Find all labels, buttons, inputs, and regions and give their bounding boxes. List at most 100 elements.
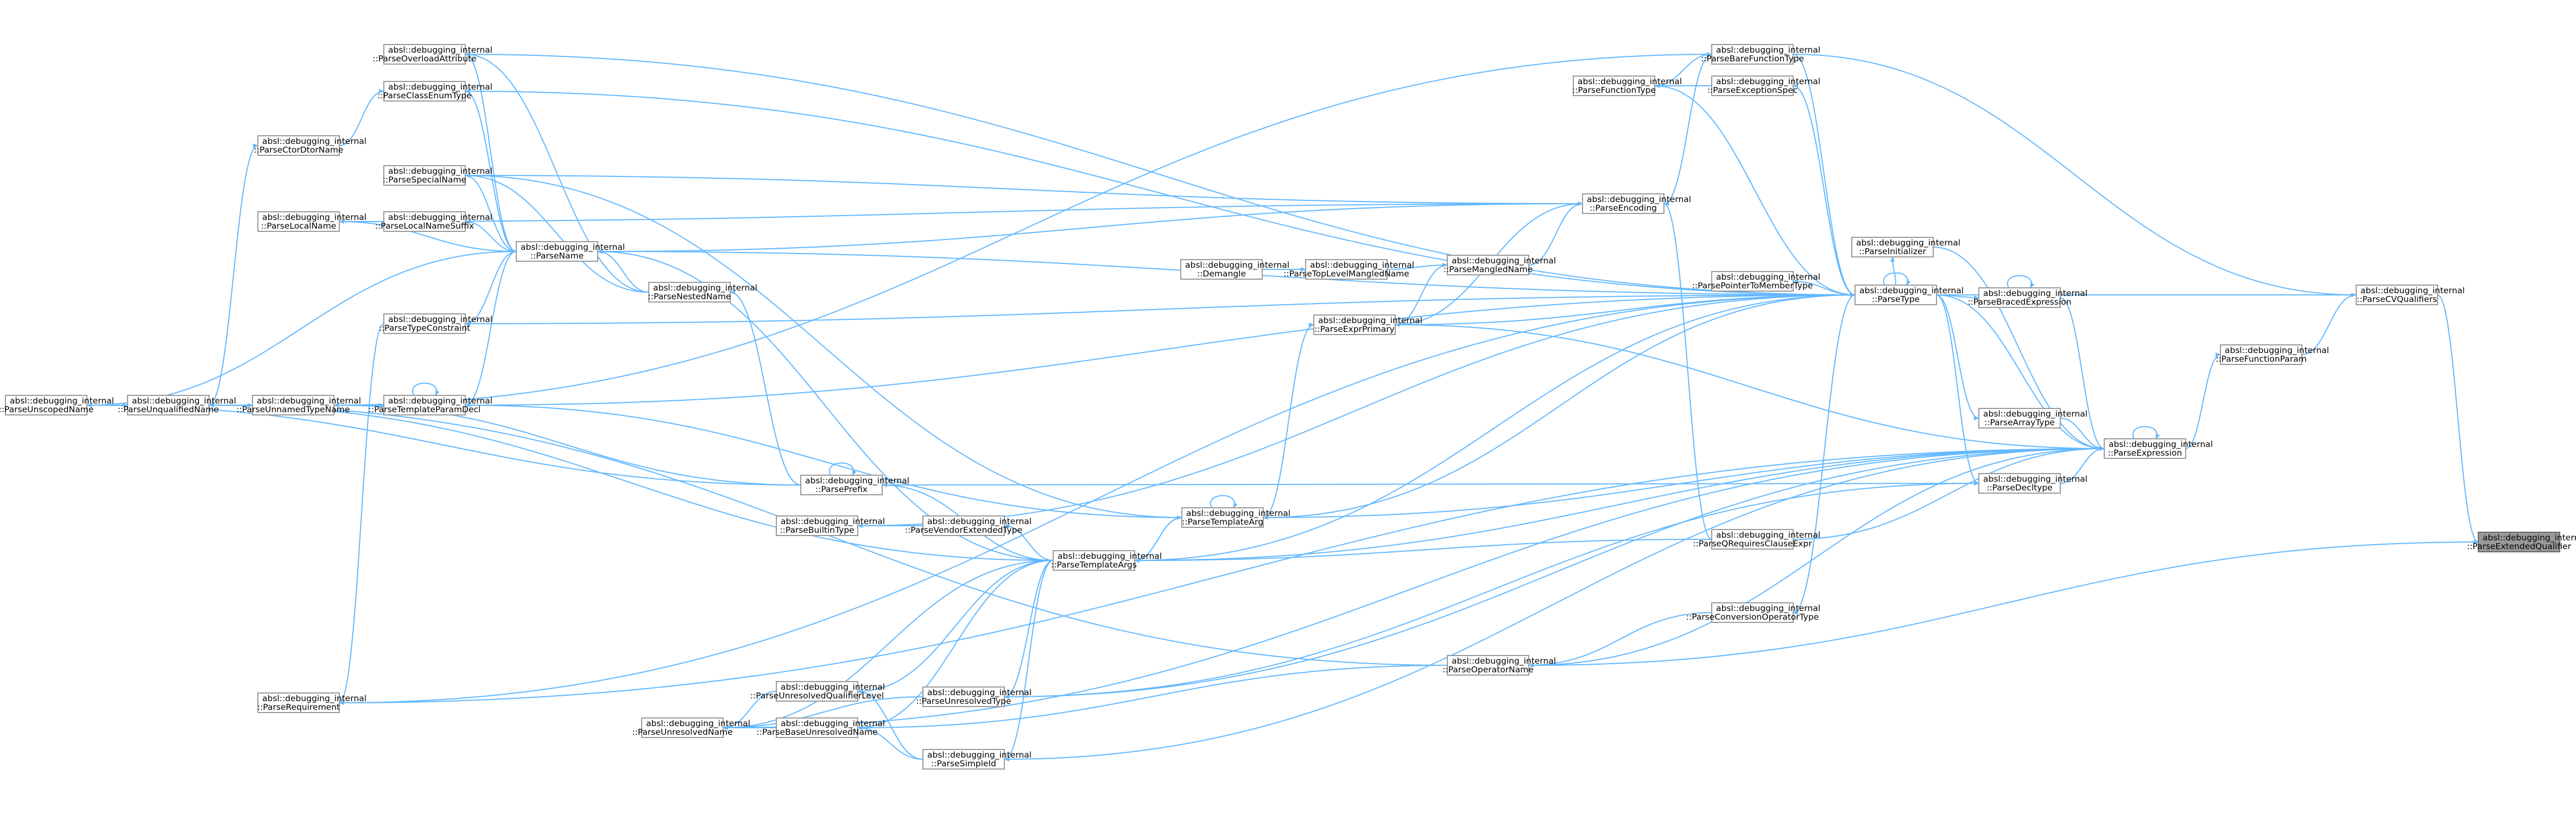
node-label-function: ::ParseExceptionSpec (1707, 85, 1798, 95)
node-label-function: ::ParseOperatorName (1442, 665, 1534, 675)
node-parse-template-args[interactable]: absl::debugging_internal::ParseTemplateA… (1051, 550, 1162, 571)
node-label-function: ::ParseUnresolvedQualifierLevel (750, 691, 884, 701)
node-parse-exception-spec[interactable]: absl::debugging_internal::ParseException… (1707, 75, 1820, 96)
node-label-namespace: absl::debugging_internal (2483, 533, 2576, 543)
call-edge (2132, 426, 2160, 439)
node-parse-template-arg[interactable]: absl::debugging_internal::ParseTemplateA… (1181, 507, 1290, 528)
node-parse-top-level-mangled-name[interactable]: absl::debugging_internal::ParseTopLevelM… (1283, 259, 1414, 280)
node-label-namespace: absl::debugging_internal (1983, 409, 2087, 419)
call-edge (465, 173, 649, 293)
node-box (1573, 75, 1655, 96)
node-parse-unresolved-qualifier-level[interactable]: absl::debugging_internal::ParseUnresolve… (750, 681, 885, 702)
call-edge (465, 294, 1856, 326)
node-label-function: ::ParseSimpleId (931, 759, 996, 768)
node-parse-type[interactable]: absl::debugging_internal::ParseType (1855, 285, 1964, 305)
node-label-function: ::ParseLocalName (261, 221, 336, 231)
node-label-namespace: absl::debugging_internal (1452, 256, 1556, 266)
node-parse-requirement[interactable]: absl::debugging_internal::ParseRequireme… (257, 692, 366, 713)
node-label-namespace: absl::debugging_internal (653, 283, 757, 293)
node-label-namespace: absl::debugging_internal (388, 82, 492, 92)
call-edge (465, 251, 517, 326)
node-parse-overload-attribute[interactable]: absl::debugging_internal::ParseOverloadA… (372, 44, 492, 65)
node-parse-function-param[interactable]: absl::debugging_internal::ParseFunctionP… (2216, 344, 2329, 365)
node-parse-prefix[interactable]: absl::debugging_internal::ParsePrefix (800, 475, 909, 495)
node-parse-braced-expression[interactable]: absl::debugging_internal::ParseBracedExp… (1967, 287, 2087, 308)
call-edge (1933, 247, 2105, 451)
node-label-function: ::ParseName (530, 251, 584, 261)
node-label-namespace: absl::debugging_internal (1983, 474, 2087, 484)
node-label-namespace: absl::debugging_internal (1716, 272, 1820, 282)
call-edge (857, 665, 1448, 730)
node-parse-pointer-to-member-type[interactable]: absl::debugging_internal::ParsePointerTo… (1692, 271, 1820, 292)
node-parse-conversion-operator-type[interactable]: absl::debugging_internal::ParseConversio… (1686, 602, 1820, 623)
node-label-namespace: absl::debugging_internal (388, 212, 492, 223)
node-parse-unnamed-type-name[interactable]: absl::debugging_internal::ParseUnnamedTy… (237, 395, 362, 415)
node-parse-mangled-name[interactable]: absl::debugging_internal::ParseMangledNa… (1444, 255, 1556, 275)
call-edge (1654, 52, 1712, 86)
node-label-namespace: absl::debugging_internal (132, 396, 236, 406)
node-parse-expr-primary[interactable]: absl::debugging_internal::ParseExprPrima… (1313, 314, 1422, 335)
call-edge (1134, 446, 2105, 561)
call-edge (1395, 324, 2105, 451)
node-parse-local-name[interactable]: absl::debugging_internal::ParseLocalName (257, 211, 366, 232)
node-label-function: ::ParseFunctionParam (2216, 354, 2307, 364)
node-label-function: ::ParseLocalNameSuffix (375, 221, 474, 231)
node-parse-function-type[interactable]: absl::debugging_internal::ParseFunctionT… (1572, 75, 1682, 96)
node-parse-vendor-extended-type[interactable]: absl::debugging_internal::ParseVendorExt… (905, 515, 1031, 536)
node-box (641, 717, 724, 738)
node-demangle[interactable]: absl::debugging_internal::Demangle (1180, 259, 1289, 280)
node-box (922, 749, 1005, 770)
node-parse-unresolved-type[interactable]: absl::debugging_internal::ParseUnresolve… (916, 686, 1031, 707)
node-parse-encoding[interactable]: absl::debugging_internal::ParseEncoding (1582, 193, 1691, 214)
node-box (1711, 529, 1794, 550)
call-edge (1883, 272, 1911, 286)
node-parse-expression[interactable]: absl::debugging_internal::ParseExpressio… (2104, 438, 2213, 459)
node-box (383, 44, 466, 65)
node-parse-special-name[interactable]: absl::debugging_internal::ParseSpecialNa… (383, 165, 492, 186)
node-parse-nested-name[interactable]: absl::debugging_internal::ParseNestedNam… (648, 282, 758, 303)
node-label-function: ::ParseTypeConstraint (379, 323, 471, 333)
node-box (383, 81, 466, 102)
node-parse-cvqualifiers[interactable]: absl::debugging_internal::ParseCVQualifi… (2356, 285, 2465, 305)
node-parse-decltype[interactable]: absl::debugging_internal::ParseDecltype (1978, 473, 2087, 494)
node-parse-bare-function-type[interactable]: absl::debugging_internal::ParseBareFunct… (1701, 44, 1820, 65)
node-parse-simple-id[interactable]: absl::debugging_internal::ParseSimpleId (922, 749, 1031, 770)
node-box (383, 313, 466, 334)
node-label-namespace: absl::debugging_internal (781, 516, 885, 527)
node-box (1978, 473, 2061, 494)
call-edge (465, 219, 517, 252)
node-parse-type-constraint[interactable]: absl::debugging_internal::ParseTypeConst… (379, 313, 492, 334)
node-parse-unresolved-name[interactable]: absl::debugging_internal::ParseUnresolve… (632, 717, 750, 738)
node-label-function: ::ParseBaseUnresolvedName (756, 727, 877, 737)
node-label-function: ::ParseNestedName (648, 292, 731, 301)
node-parse-unscoped-name[interactable]: absl::debugging_internal::ParseUnscopedN… (0, 395, 114, 415)
node-parse-name[interactable]: absl::debugging_internal::ParseName (516, 241, 625, 262)
call-edge (882, 482, 1979, 487)
node-box (1582, 193, 1664, 214)
node-parse-ctor-dtor-name[interactable]: absl::debugging_internal::ParseCtorDtorN… (254, 135, 367, 156)
node-parse-operator-name[interactable]: absl::debugging_internal::ParseOperatorN… (1442, 655, 1556, 676)
node-parse-base-unresolved-name[interactable]: absl::debugging_internal::ParseBaseUnres… (756, 717, 885, 738)
node-label-function: ::ParsePrefix (815, 484, 868, 494)
node-parse-template-param-decl[interactable]: absl::debugging_internal::ParseTemplateP… (369, 395, 492, 415)
node-box (1711, 44, 1794, 65)
node-box (127, 395, 210, 415)
call-edge (828, 462, 857, 476)
node-parse-local-name-suffix[interactable]: absl::debugging_internal::ParseLocalName… (375, 211, 492, 232)
node-box (383, 211, 466, 232)
node-parse-unqualified-name[interactable]: absl::debugging_internal::ParseUnqualifi… (118, 395, 236, 415)
node-label-function: ::ParseEncoding (1590, 203, 1657, 213)
node-label-namespace: absl::debugging_internal (1716, 45, 1820, 55)
node-parse-class-enum-type[interactable]: absl::debugging_internal::ParseClassEnum… (377, 81, 492, 102)
node-parse-array-type[interactable]: absl::debugging_internal::ParseArrayType (1978, 408, 2087, 429)
call-edge (465, 89, 1856, 295)
node-parse-qrequires-clause-expr[interactable]: absl::debugging_internal::ParseQRequires… (1693, 529, 1820, 550)
node-parse-initializer[interactable]: absl::debugging_internal::ParseInitializ… (1851, 237, 1960, 257)
node-box (2220, 344, 2302, 365)
node-box (252, 395, 334, 415)
node-label-namespace: absl::debugging_internal (1716, 603, 1820, 614)
node-parse-extended-qualifier[interactable]: absl::debugging_internal::ParseExtendedQ… (2467, 532, 2576, 552)
node-label-function: ::ParseBracedExpression (1967, 297, 2071, 307)
call-edge (1793, 84, 1856, 295)
node-parse-builtin-type[interactable]: absl::debugging_internal::ParseBuiltinTy… (776, 515, 885, 536)
